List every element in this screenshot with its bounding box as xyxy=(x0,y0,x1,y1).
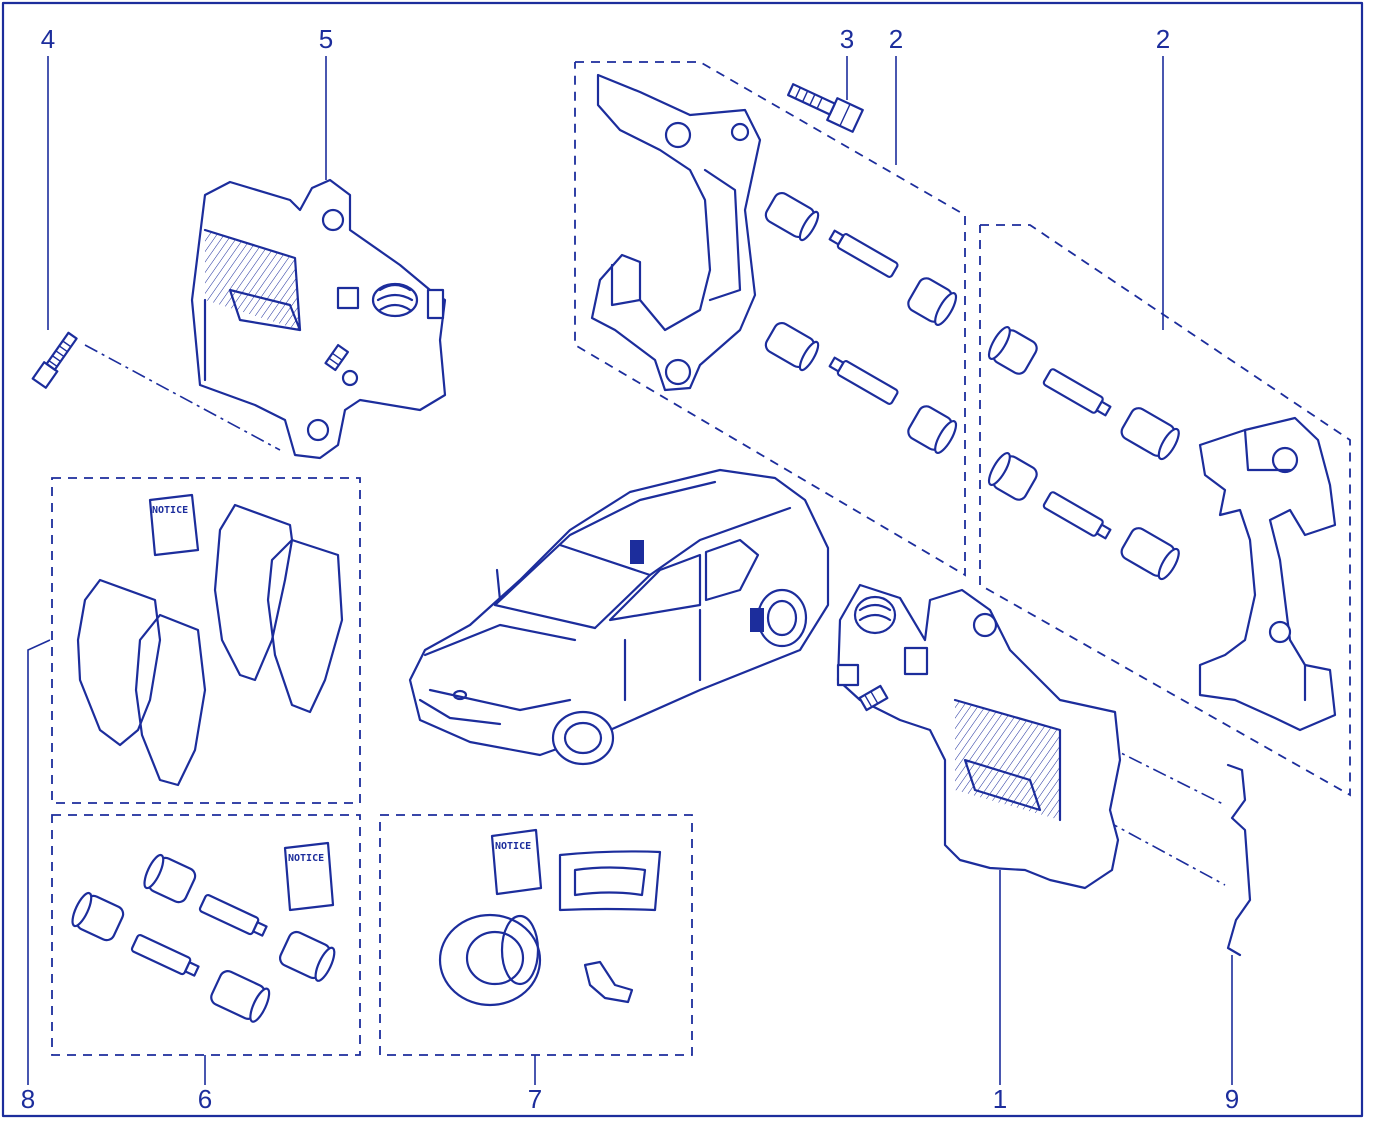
notice-booklet: NOTICE xyxy=(490,828,543,896)
notice-label: NOTICE xyxy=(288,853,324,864)
carrier-kit-box-right xyxy=(979,224,1351,797)
callout-labels: 4 5 3 2 2 8 6 7 1 9 xyxy=(21,24,1239,1114)
brake-caliper-left xyxy=(190,178,447,460)
notice-label: NOTICE xyxy=(495,841,531,852)
callout-3: 3 xyxy=(840,24,854,54)
seal-repair-kit: NOTICE xyxy=(438,828,662,1007)
car-illustration xyxy=(408,468,830,766)
callout-2a: 2 xyxy=(889,24,903,54)
guide-pin-kit: NOTICE xyxy=(71,841,336,1023)
location-marker-icon xyxy=(630,540,644,564)
group-boxes xyxy=(51,61,1351,1056)
callout-4: 4 xyxy=(41,24,55,54)
location-marker-icon xyxy=(750,608,764,632)
callout-2b: 2 xyxy=(1156,24,1170,54)
carrier-kit-left-pins xyxy=(764,191,958,454)
brake-pad-set: NOTICE xyxy=(76,493,344,787)
callout-5: 5 xyxy=(319,24,333,54)
notice-label: NOTICE xyxy=(152,505,188,516)
callout-1: 1 xyxy=(993,1084,1007,1114)
seal-kit-box xyxy=(379,814,693,1056)
carrier-bolt xyxy=(786,83,864,133)
brake-caliper-right xyxy=(836,583,1122,890)
callout-7: 7 xyxy=(528,1084,542,1114)
caliper-carrier-right xyxy=(1198,416,1337,732)
notice-booklet: NOTICE xyxy=(148,493,200,557)
anti-rattle-spring xyxy=(1226,763,1252,957)
notice-booklet: NOTICE xyxy=(283,841,335,912)
diagram-frame xyxy=(1,1,1364,1118)
carrier-kit-box-left xyxy=(574,61,966,577)
carrier-kit-right-pins xyxy=(987,326,1180,581)
leader-lines xyxy=(27,56,1233,1085)
callout-8: 8 xyxy=(21,1084,35,1114)
callout-9: 9 xyxy=(1225,1084,1239,1114)
pad-kit-box xyxy=(51,477,361,804)
caliper-carrier-left xyxy=(590,73,762,392)
pin-kit-box xyxy=(51,814,361,1056)
bleed-screw xyxy=(31,331,78,389)
callout-6: 6 xyxy=(198,1084,212,1114)
